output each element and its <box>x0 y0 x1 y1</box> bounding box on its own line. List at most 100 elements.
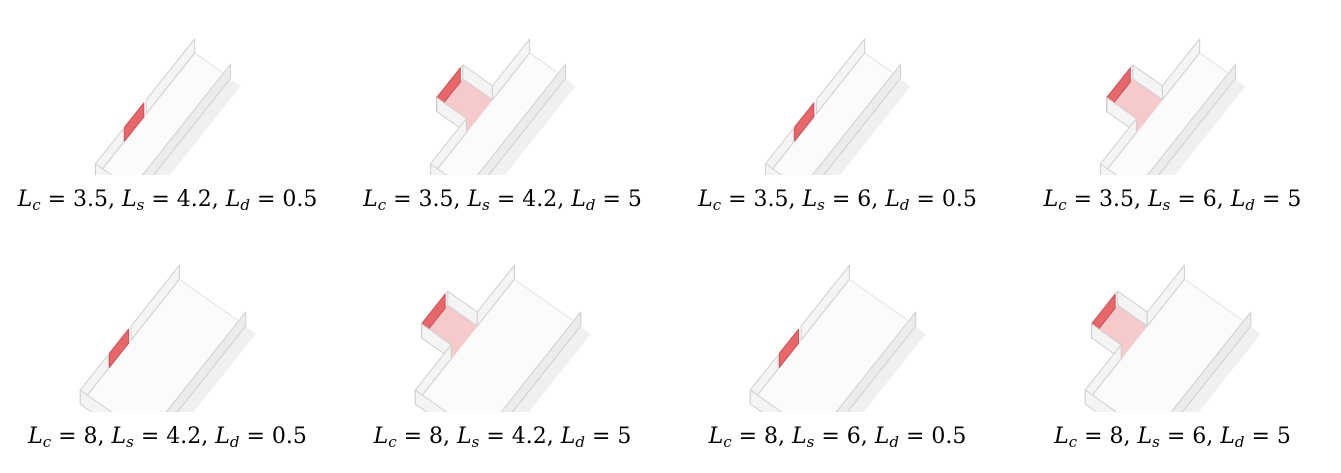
value-lc: 3.5 <box>418 187 454 212</box>
var-subscript: s <box>806 433 815 451</box>
panel-caption: Lc = 3.5, Ls = 4.2, Ld = 0.5 <box>0 187 335 214</box>
corridor-wall <box>145 38 196 115</box>
equals: = <box>1159 424 1193 449</box>
corridor-end-wall <box>429 163 448 175</box>
var-subscript: s <box>1152 433 1160 451</box>
value-ls: 4.2 <box>511 424 547 449</box>
door-marker <box>794 102 815 142</box>
corridor-wall <box>1161 38 1201 101</box>
comma: , <box>108 187 123 212</box>
value-lc: 8 <box>1109 424 1124 449</box>
var-subscript: s <box>471 433 480 451</box>
value-ls: 6 <box>846 424 861 449</box>
corridor-end-wall <box>764 163 783 175</box>
value-ls: 6 <box>857 187 872 212</box>
var-name: L <box>560 424 576 449</box>
equals: = <box>595 187 628 212</box>
equals: = <box>479 424 512 449</box>
value-lc: 3.5 <box>753 187 789 212</box>
panel: Lc = 3.5, Ls = 6, Ld = 0.5 <box>670 0 1005 236</box>
var-subscript: c <box>1058 196 1067 214</box>
corridor-wall <box>811 63 902 175</box>
comma: , <box>1134 187 1149 212</box>
comma: , <box>211 187 226 212</box>
equals: = <box>40 187 74 212</box>
panel: Lc = 3.5, Ls = 6, Ld = 5 <box>1005 0 1340 236</box>
panel-caption: Lc = 3.5, Ls = 4.2, Ld = 5 <box>335 187 670 214</box>
value-lc: 8 <box>429 424 444 449</box>
var-name: L <box>373 424 389 449</box>
corridor-end-wall <box>1084 389 1118 412</box>
door-marker <box>778 328 800 368</box>
var-name: L <box>467 187 483 212</box>
corridor-wall <box>800 264 850 341</box>
value-ls: 4.2 <box>166 424 202 449</box>
panel-caption: Lc = 8, Ls = 4.2, Ld = 0.5 <box>0 424 335 451</box>
var-name: L <box>571 187 586 212</box>
var-subscript: d <box>575 433 585 451</box>
var-subscript: d <box>899 196 910 214</box>
comma: , <box>1123 424 1138 449</box>
corridor-wall <box>1170 311 1252 412</box>
var-subscript: c <box>1068 433 1078 451</box>
value-ld: 5 <box>1287 187 1302 212</box>
corridor-render <box>429 38 576 175</box>
var-name: L <box>28 424 43 449</box>
equals: = <box>1244 424 1277 449</box>
comma: , <box>97 424 112 449</box>
var-subscript: c <box>723 433 732 451</box>
value-ld: 5 <box>627 187 642 212</box>
corridor-render <box>79 264 256 412</box>
var-name: L <box>122 187 137 212</box>
corridor-render <box>749 264 926 412</box>
equals: = <box>898 424 932 449</box>
panel: Lc = 3.5, Ls = 4.2, Ld = 0.5 <box>0 0 335 236</box>
door-marker <box>108 328 130 368</box>
value-ld: 0.5 <box>271 424 307 449</box>
value-ls: 6 <box>1202 187 1217 212</box>
corridor-wall <box>141 63 232 175</box>
value-ld: 0.5 <box>931 424 967 449</box>
var-subscript: d <box>585 196 596 214</box>
panel: Lc = 8, Ls = 4.2, Ld = 5 <box>335 237 670 473</box>
var-name: L <box>1137 424 1153 449</box>
equals: = <box>51 424 84 449</box>
corridor-wall <box>476 63 567 175</box>
value-lc: 3.5 <box>1099 187 1135 212</box>
value-lc: 8 <box>764 424 779 449</box>
var-name: L <box>802 187 818 212</box>
comma: , <box>860 424 875 449</box>
comma: , <box>1206 424 1221 449</box>
panel-caption: Lc = 3.5, Ls = 6, Ld = 5 <box>1005 187 1340 214</box>
equals: = <box>386 187 419 212</box>
var-subscript: d <box>229 433 240 451</box>
corridor-render <box>764 38 911 175</box>
comma: , <box>546 424 561 449</box>
value-ld: 5 <box>617 424 632 449</box>
var-subscript: s <box>482 196 490 214</box>
panel-caption: Lc = 3.5, Ls = 6, Ld = 0.5 <box>670 187 1005 214</box>
value-lc: 8 <box>83 424 98 449</box>
panel-caption: Lc = 8, Ls = 6, Ld = 0.5 <box>670 424 1005 451</box>
corridor-wall <box>491 38 531 101</box>
equals: = <box>133 424 167 449</box>
equals: = <box>824 187 858 212</box>
equals: = <box>1066 187 1100 212</box>
equals: = <box>731 424 765 449</box>
var-name: L <box>457 424 472 449</box>
comma: , <box>557 187 572 212</box>
var-subscript: c <box>377 196 387 214</box>
comma: , <box>1216 187 1231 212</box>
corridor-render <box>94 38 241 175</box>
panel-caption: Lc = 8, Ls = 6, Ld = 5 <box>1005 424 1340 451</box>
var-name: L <box>215 424 230 449</box>
panel: Lc = 3.5, Ls = 4.2, Ld = 5 <box>335 0 670 236</box>
corridor-end-wall <box>94 163 113 175</box>
var-subscript: c <box>32 196 41 214</box>
comma: , <box>871 187 886 212</box>
var-subscript: d <box>240 196 250 214</box>
value-ld: 5 <box>1276 424 1291 449</box>
panel: Lc = 8, Ls = 6, Ld = 0.5 <box>670 237 1005 473</box>
corridor-end-wall <box>414 389 448 412</box>
panel: Lc = 8, Ls = 4.2, Ld = 0.5 <box>0 237 335 473</box>
